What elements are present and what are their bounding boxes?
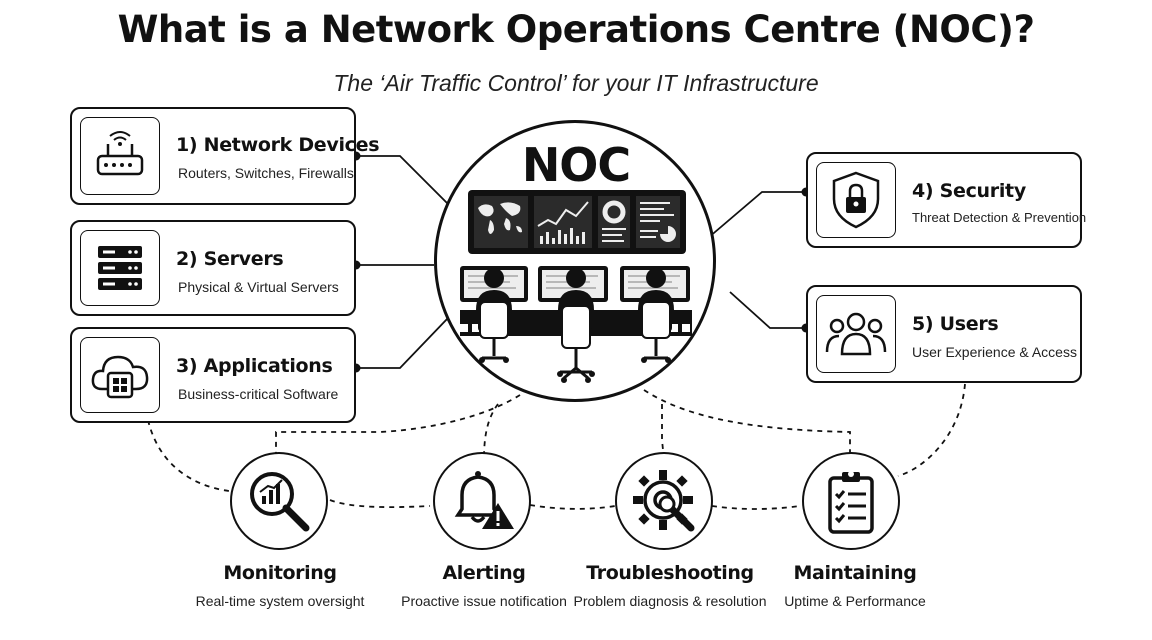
card-subtitle: Threat Detection & Prevention [912,210,1087,225]
gear-wrench-icon [633,470,695,532]
page-subtitle: The ‘Air Traffic Control’ for your IT In… [333,70,819,96]
card-subtitle: Routers, Switches, Firewalls [178,165,354,181]
troubleshooting-circle [615,452,713,550]
router-icon [80,117,160,195]
card-title: 4) Security [912,180,1026,202]
card-applications: 3) Applications Business-critical Softwa… [70,327,356,423]
card-network-devices: 1) Network Devices Routers, Switches, Fi… [70,107,380,205]
function-subtitle: Real-time system oversight [195,593,365,609]
card-subtitle: User Experience & Access [912,344,1077,360]
card-subtitle: Physical & Virtual Servers [178,279,339,295]
function-title: Alerting [442,562,526,584]
function-subtitle: Problem diagnosis & resolution [573,593,767,609]
magnifier-chart-icon [250,472,310,532]
card-security: 4) Security Threat Detection & Preventio… [806,152,1086,248]
card-title: 1) Network Devices [176,134,380,156]
function-title: Monitoring [223,562,337,584]
card-servers: 2) Servers Physical & Virtual Servers [70,220,356,316]
maintaining-circle [802,452,900,550]
function-title: Maintaining [793,562,917,584]
function-subtitle: Proactive issue notification [401,593,567,609]
card-title: 3) Applications [176,355,333,377]
card-users: 5) Users User Experience & Access [806,285,1082,383]
monitoring-circle [230,452,328,550]
function-subtitle: Uptime & Performance [784,593,926,609]
control-room-illustration [460,190,692,383]
card-title: 5) Users [912,313,999,335]
shield-lock-icon [816,162,896,238]
cloud-app-icon [80,337,160,413]
card-subtitle: Business-critical Software [178,386,339,402]
function-title: Troubleshooting [586,562,754,584]
card-title: 2) Servers [176,248,284,270]
noc-label: NOC [521,138,631,192]
clipboard-checklist-icon [828,471,874,534]
users-group-icon [816,295,896,373]
bell-warning-icon [454,471,514,529]
page-title: What is a Network Operations Centre (NOC… [117,8,1035,51]
server-rack-icon [80,230,160,306]
alerting-circle [433,452,531,550]
